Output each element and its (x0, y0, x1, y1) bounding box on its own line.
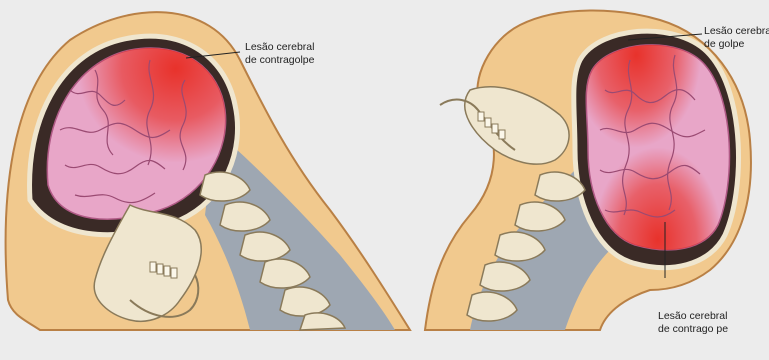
label-contrecoup-right: Lesão cerebral de contrago pe (658, 310, 728, 336)
label-contrecoup-left: Lesão cerebral de contragolpe (245, 41, 314, 67)
right-contrecoup-injury (586, 45, 729, 250)
left-head (6, 12, 410, 330)
label-line-1: Lesão cerebral (658, 310, 728, 323)
label-coup-right: Lesão cerebra de golpe (704, 25, 769, 51)
label-line-2: de contragolpe (245, 54, 314, 67)
right-head (425, 10, 751, 330)
label-line-1: Lesão cerebra (704, 25, 769, 38)
label-line-1: Lesão cerebral (245, 41, 314, 54)
label-line-2: de contrago pe (658, 323, 728, 336)
label-line-2: de golpe (704, 38, 769, 51)
